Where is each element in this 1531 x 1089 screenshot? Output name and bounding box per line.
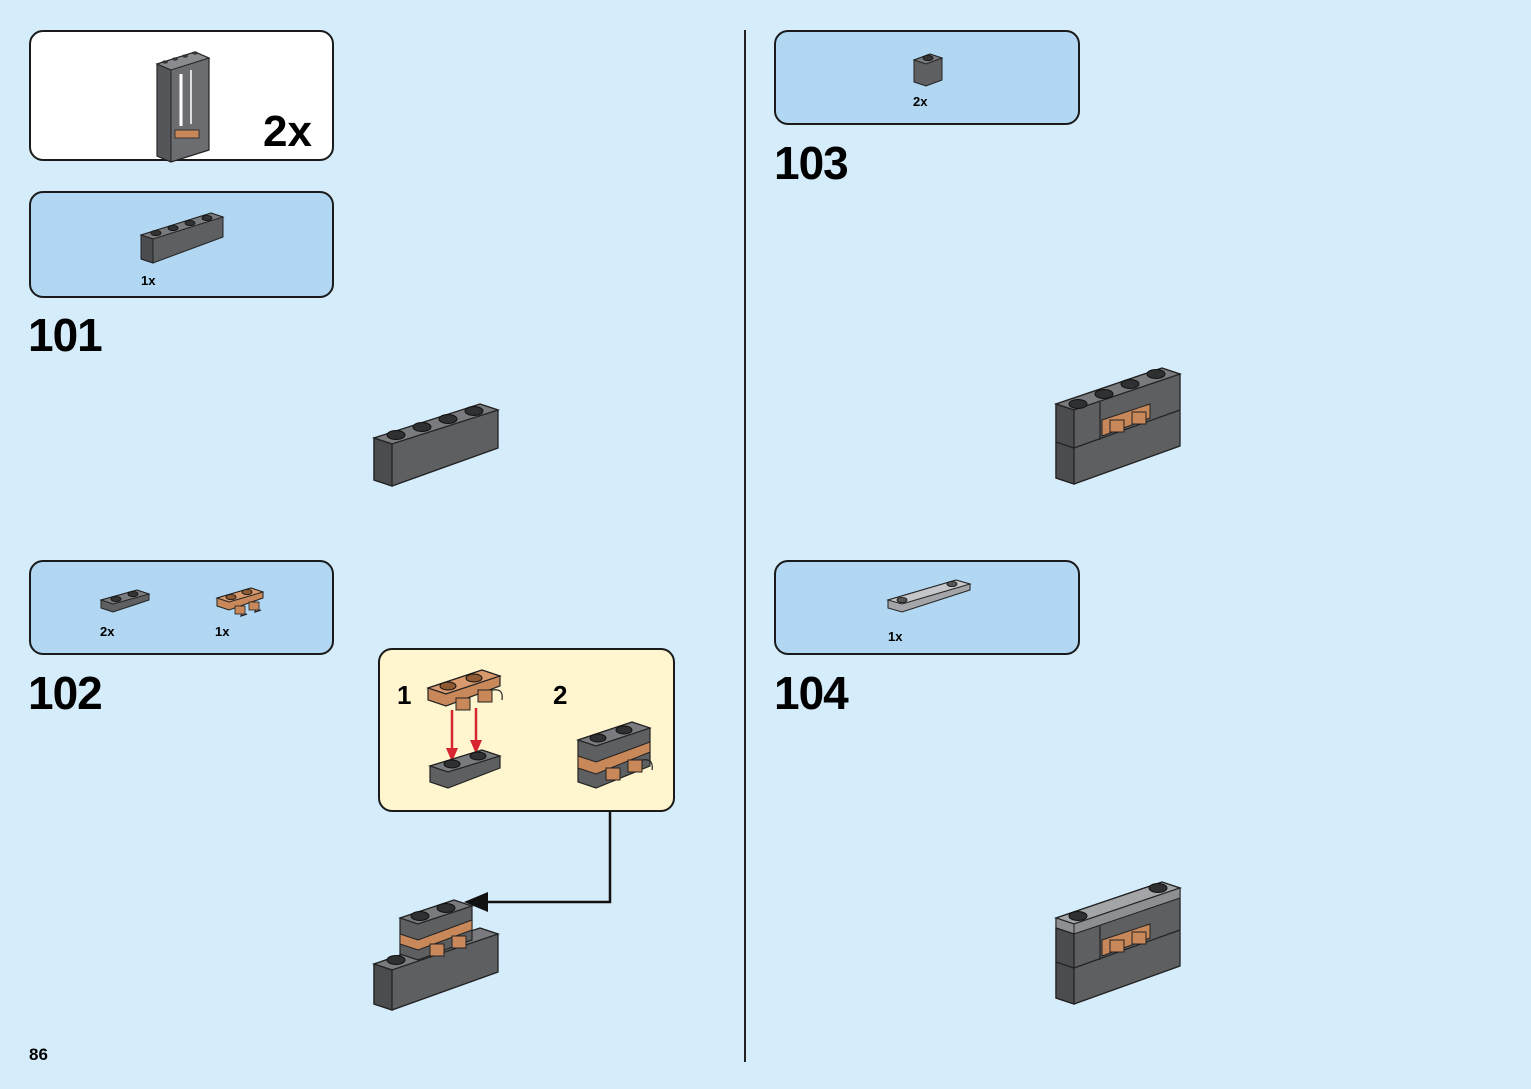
sub-assembly-box: 1 2 — [378, 648, 675, 812]
step-102-parts-box: 2x 1x — [29, 560, 334, 655]
step-104-parts-box: 1x — [774, 560, 1080, 655]
part-quantity: 1x — [888, 629, 903, 644]
plate-1x2-clips-nougat-icon — [215, 587, 265, 617]
part-quantity: 2x — [913, 94, 928, 109]
step-101-parts-box: 1x — [29, 191, 334, 298]
connector-arrow-icon — [464, 812, 612, 912]
stacked-plates-icon — [576, 721, 653, 789]
wall-module-icon — [155, 51, 211, 163]
plate-dark-gray-bottom-icon — [428, 749, 502, 789]
step-102-model — [371, 899, 501, 1011]
part-quantity: 1x — [141, 273, 156, 288]
plate-1x2-dark-gray-icon — [99, 589, 151, 613]
step-number: 102 — [28, 667, 103, 719]
step-103-model — [1053, 367, 1183, 485]
step-101-model — [371, 403, 501, 487]
step-number: 103 — [774, 137, 849, 189]
sub-step-number: 1 — [397, 680, 412, 710]
step-104-model — [1053, 881, 1183, 1005]
plate-1x4-light-gray-icon — [886, 579, 972, 613]
step-number: 104 — [774, 667, 849, 719]
column-divider — [744, 30, 746, 1062]
red-arrow-icon — [446, 708, 482, 762]
plate-clips-nougat-top-icon — [426, 669, 503, 711]
page-number: 86 — [29, 1045, 48, 1064]
part-quantity: 1x — [215, 624, 230, 639]
intro-quantity: 2x — [263, 107, 312, 156]
brick-1x1-dark-gray-icon — [912, 53, 944, 87]
step-number: 101 — [28, 309, 103, 361]
brick-1x4-dark-gray-icon — [139, 212, 225, 264]
sub-step-number: 2 — [553, 680, 568, 710]
step-103-parts-box: 2x — [774, 30, 1080, 125]
intro-panel: 2x — [29, 30, 334, 163]
part-quantity: 2x — [100, 624, 115, 639]
